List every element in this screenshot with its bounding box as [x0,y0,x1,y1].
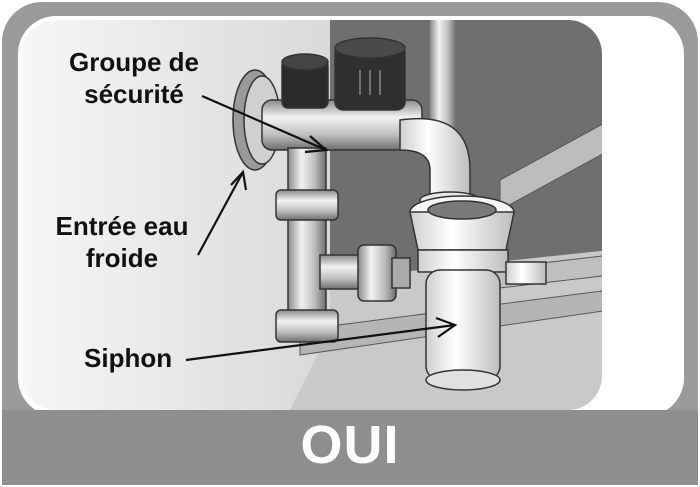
label-entree-line1: Entrée eau [55,211,189,241]
banner-oui: OUI [300,415,400,475]
arrow-siphon [185,323,456,362]
label-entree-line2: froide [85,243,159,273]
arrow-groupe [201,94,327,152]
label-groupe-line2: sécurité [84,79,184,109]
label-entree-eau-froide: Entrée eau froide [42,210,202,274]
siphon-device [409,195,547,391]
arrow-entree [197,171,244,256]
label-groupe-line1: Groupe de [68,47,199,77]
arrows [185,94,458,362]
label-siphon: Siphon [84,343,173,373]
label-groupe-securite: Groupe de sécurité [50,46,218,110]
